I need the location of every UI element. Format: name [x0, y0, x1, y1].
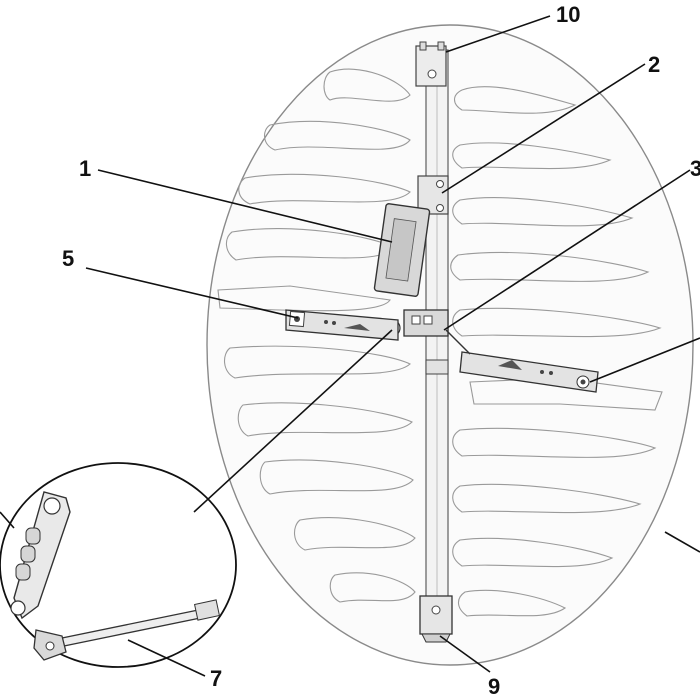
bottom-foot: [419, 595, 453, 643]
leader-inset-bracket: [0, 511, 15, 529]
callout-1: 1: [79, 156, 91, 181]
leader-3: [443, 169, 691, 331]
callout-2: 2: [648, 52, 660, 77]
detail-inset: [0, 462, 237, 668]
left-heating-loops: [217, 68, 416, 603]
top-cap: [415, 41, 447, 87]
leader-lines: [0, 15, 700, 677]
leader-1: [97, 169, 393, 243]
leader-7: [127, 639, 206, 677]
upper-clamp: [417, 175, 449, 215]
control-box: [373, 203, 431, 297]
callout-labels: 10 2 1 3 5 7 9: [62, 2, 700, 699]
leader-10: [445, 15, 551, 53]
callout-7: 7: [210, 666, 222, 691]
right-heating-loops: [450, 86, 663, 617]
callout-5: 5: [62, 246, 74, 271]
leader-5: [85, 267, 299, 319]
leader-arm-right: [589, 337, 700, 383]
panel-disc: [206, 24, 694, 666]
right-arm: [445, 329, 599, 393]
leader-disc-edge: [664, 531, 700, 553]
callout-9: 9: [488, 674, 500, 699]
vertical-mast: [425, 49, 449, 631]
leader-inset: [193, 329, 393, 513]
callout-10: 10: [556, 2, 580, 27]
leader-2: [441, 63, 646, 194]
callout-3: 3: [690, 156, 700, 181]
leader-9: [439, 635, 491, 673]
